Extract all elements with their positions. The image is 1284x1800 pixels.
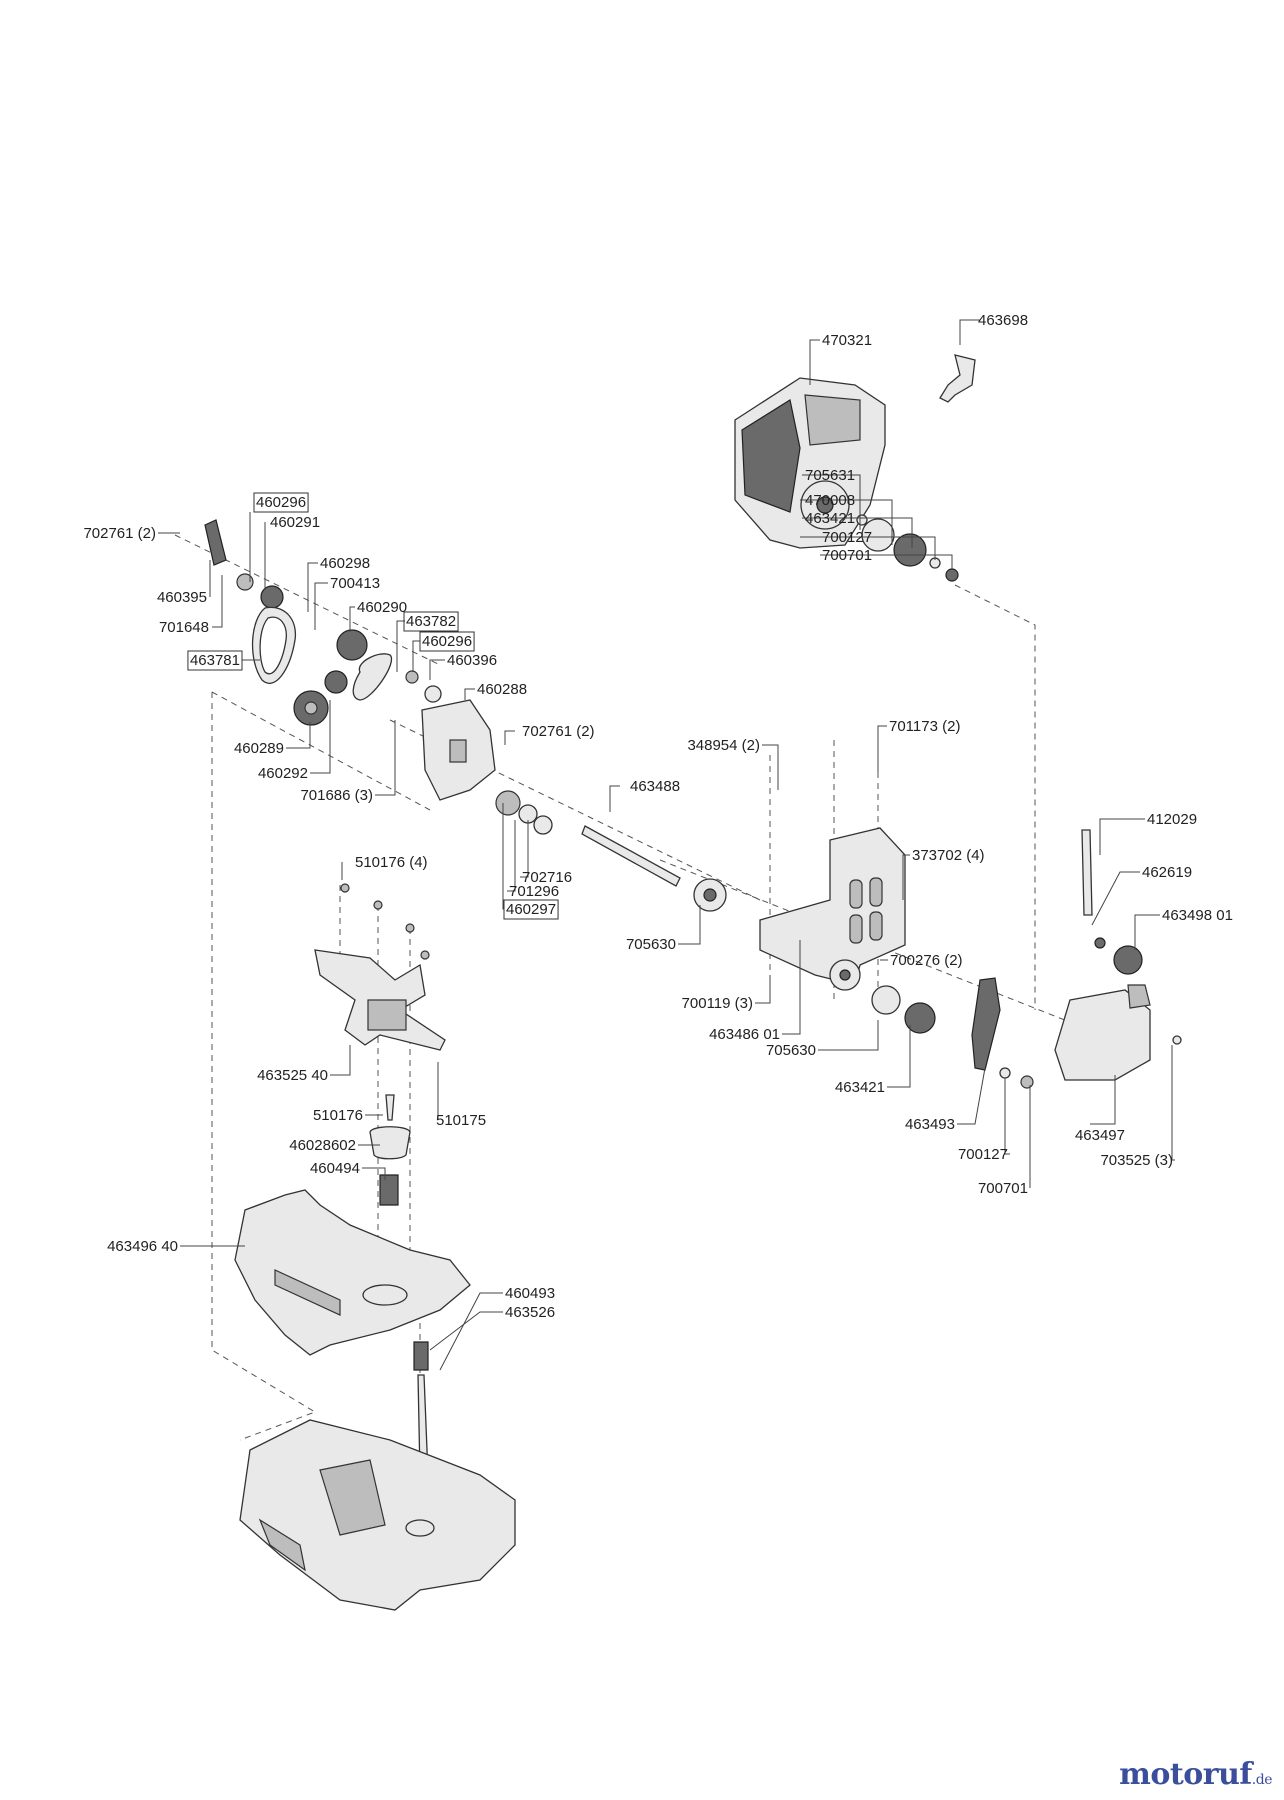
part-label: 510176 xyxy=(313,1107,363,1124)
part-label-box xyxy=(253,492,309,513)
knob-and-spring xyxy=(369,1094,411,1206)
part-label: 510176 (4) xyxy=(355,854,428,871)
alignment-lines xyxy=(174,534,1091,1515)
part-label: 463526 xyxy=(505,1304,555,1321)
part-label: 460291 xyxy=(270,514,320,531)
part-label: 463421 xyxy=(835,1079,885,1096)
brand-tld: .de xyxy=(1251,1772,1273,1788)
part-label: 463493 xyxy=(905,1116,955,1133)
part-label: 463782 xyxy=(406,613,456,630)
part-label: 412029 xyxy=(1147,811,1197,828)
part-label: 700413 xyxy=(330,575,380,592)
part-label: 700119 (3) xyxy=(682,995,753,1012)
part-label: 460298 xyxy=(320,555,370,572)
brand-watermark: motoruf.de xyxy=(1119,1757,1272,1792)
part-label: 510175 xyxy=(436,1112,486,1129)
fuel-tank-463497 xyxy=(1054,829,1182,1081)
part-label: 373702 (4) xyxy=(912,847,985,864)
part-label: 463496 40 xyxy=(107,1238,178,1255)
belt-drive-parts xyxy=(204,519,553,835)
part-label: 348954 (2) xyxy=(687,737,760,754)
part-label: 460290 xyxy=(357,599,407,616)
part-label: 463781 xyxy=(190,652,240,669)
shaft-463488 xyxy=(581,825,727,912)
part-label: 470321 xyxy=(822,332,872,349)
part-label: 460296 xyxy=(256,494,306,511)
part-label: 700127 xyxy=(822,529,872,546)
base-housing xyxy=(239,1419,516,1611)
part-label: 460297 xyxy=(506,901,556,918)
part-label: 703525 (3) xyxy=(1100,1152,1173,1169)
part-label: 460395 xyxy=(157,589,207,606)
part-label: 705631 xyxy=(805,467,855,484)
part-number-labels: 4636984703217056314700084634217001277007… xyxy=(83,312,1232,1321)
handle-463525 xyxy=(314,883,446,1051)
part-label-box xyxy=(187,650,243,671)
clutch-parts xyxy=(856,514,959,582)
part-label: 463497 xyxy=(1075,1127,1125,1144)
part-label: 702716 xyxy=(522,869,572,886)
part-label: 705630 xyxy=(626,936,676,953)
part-label: 463421 xyxy=(805,510,855,527)
leader-lines xyxy=(158,319,1175,1371)
part-label: 701173 (2) xyxy=(889,718,960,735)
part-label: 460296 xyxy=(422,633,472,650)
part-label: 463486 01 xyxy=(709,1026,780,1043)
part-label: 700701 xyxy=(978,1180,1028,1197)
brand-name: motoruf xyxy=(1119,1757,1252,1792)
part-label: 463525 40 xyxy=(257,1067,328,1084)
part-label: 462619 xyxy=(1142,864,1192,881)
part-label: 460289 xyxy=(234,740,284,757)
part-label: 700276 (2) xyxy=(890,952,963,969)
part-label: 700127 xyxy=(958,1146,1008,1163)
part-label: 701296 xyxy=(509,883,559,900)
part-label: 463698 xyxy=(978,312,1028,329)
part-label: 460396 xyxy=(447,652,497,669)
part-label: 702761 (2) xyxy=(83,525,156,542)
part-label: 460292 xyxy=(258,765,308,782)
part-label: 470008 xyxy=(805,492,855,509)
part-label: 460494 xyxy=(310,1160,360,1177)
part-label: 463498 01 xyxy=(1162,907,1233,924)
part-label: 460493 xyxy=(505,1285,555,1302)
part-label-box xyxy=(419,631,475,652)
bracket-463486 xyxy=(759,827,936,1034)
part-label: 46028602 xyxy=(289,1137,356,1154)
part-label: 460288 xyxy=(477,681,527,698)
engine-470321 xyxy=(734,377,886,549)
part-label: 701686 (3) xyxy=(300,787,373,804)
part-label: 702761 (2) xyxy=(522,723,595,740)
belt-463493 xyxy=(971,977,1034,1089)
part-label-box xyxy=(403,611,459,632)
elbow-hose-463698 xyxy=(939,354,976,403)
part-label: 701648 xyxy=(159,619,209,636)
part-label: 700701 xyxy=(822,547,872,564)
part-label: 705630 xyxy=(766,1042,816,1059)
part-label: 463488 xyxy=(630,778,680,795)
upper-housing-463496 xyxy=(234,1189,471,1356)
part-label-box xyxy=(503,899,559,920)
